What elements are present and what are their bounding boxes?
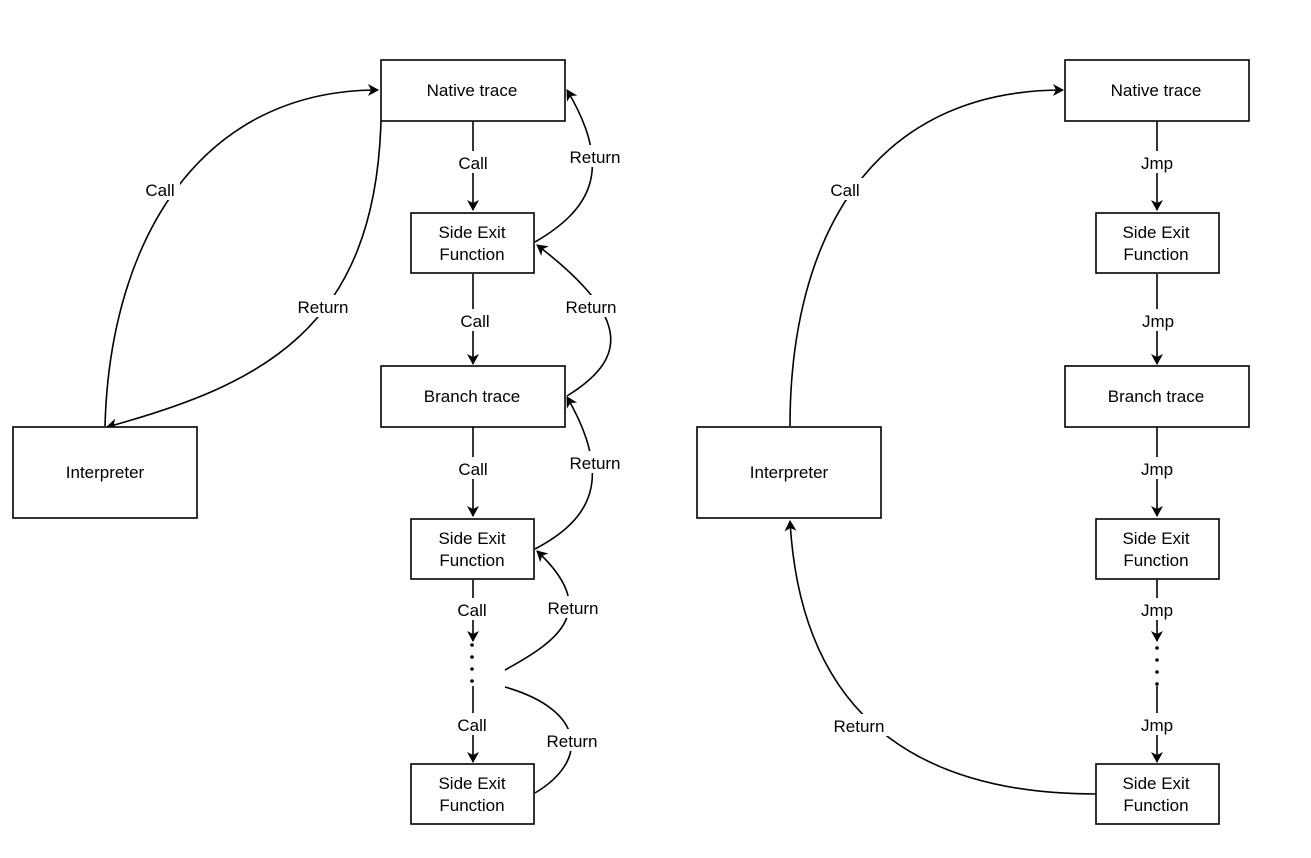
label-left-se1-to-native: Return (569, 148, 620, 167)
label-left-se3-to-ellipsis: Return (546, 732, 597, 751)
label-left-se2-to-ellipsis: Call (457, 601, 486, 620)
edge-right-se3-to-interp (784, 520, 1097, 795)
label-right-ellipsis-to-se3: Jmp (1141, 716, 1173, 735)
svg-text:Function: Function (439, 551, 504, 570)
label-left-branch-to-se1: Return (565, 298, 616, 317)
edge-left-branch-to-se1 (536, 244, 612, 397)
svg-text:Function: Function (1123, 796, 1188, 815)
right-ellipsis (1155, 646, 1159, 686)
label-right-se1-to-branch: Jmp (1142, 312, 1174, 331)
node-right-side-exit-3: Side Exit Function (1095, 763, 1220, 825)
svg-text:Native trace: Native trace (427, 81, 518, 100)
label-left-ellipsis-to-se3: Call (457, 716, 486, 735)
node-left-side-exit-1: Side Exit Function (410, 212, 535, 274)
svg-text:Branch trace: Branch trace (424, 387, 520, 406)
svg-text:Side Exit: Side Exit (438, 774, 505, 793)
edge-left-se2-to-branch (534, 396, 594, 550)
node-left-side-exit-3: Side Exit Function (410, 763, 535, 825)
node-left-native-trace: Native trace (380, 59, 566, 122)
left-edge-labels: Call Return Call Return Call Return Call… (140, 145, 628, 751)
node-left-interpreter: Interpreter (12, 426, 198, 519)
node-left-branch-trace: Branch trace (380, 365, 566, 428)
svg-text:Function: Function (1123, 551, 1188, 570)
svg-text:Branch trace: Branch trace (1108, 387, 1204, 406)
node-right-side-exit-2: Side Exit Function (1095, 518, 1220, 580)
label-left-interp-to-native: Call (145, 181, 174, 200)
label-right-se2-to-ellipsis: Jmp (1141, 601, 1173, 620)
node-right-interpreter: Interpreter (696, 426, 882, 519)
label-left-native-to-se1: Call (458, 154, 487, 173)
edge-left-ellipsis-to-se2 (504, 550, 570, 671)
label-left-se1-to-branch: Call (460, 312, 489, 331)
svg-text:Side Exit: Side Exit (438, 223, 505, 242)
label-right-branch-to-se2: Jmp (1141, 460, 1173, 479)
svg-text:Side Exit: Side Exit (438, 529, 505, 548)
svg-text:Side Exit: Side Exit (1122, 223, 1189, 242)
node-right-native-trace: Native trace (1064, 59, 1250, 122)
label-right-native-to-se1: Jmp (1141, 154, 1173, 173)
node-right-branch-trace: Branch trace (1064, 365, 1250, 428)
svg-text:Interpreter: Interpreter (66, 463, 145, 482)
node-left-side-exit-2: Side Exit Function (410, 518, 535, 580)
label-left-native-to-interp: Return (297, 298, 348, 317)
edge-left-interp-to-native (104, 84, 379, 427)
label-left-ellipsis-to-se2: Return (547, 599, 598, 618)
right-diagram: Call Return Jmp Jmp Jmp Jmp Jmp Interpre… (696, 59, 1250, 825)
label-left-se2-to-branch: Return (569, 454, 620, 473)
svg-text:Function: Function (1123, 245, 1188, 264)
node-right-side-exit-1: Side Exit Function (1095, 212, 1220, 274)
label-right-se3-to-interp: Return (833, 717, 884, 736)
label-right-interp-to-native: Call (830, 181, 859, 200)
svg-text:Native trace: Native trace (1111, 81, 1202, 100)
svg-text:Side Exit: Side Exit (1122, 529, 1189, 548)
svg-text:Function: Function (439, 245, 504, 264)
label-left-branch-to-se2: Call (458, 460, 487, 479)
svg-text:Function: Function (439, 796, 504, 815)
left-diagram: Call Return Call Return Call Return Call… (12, 59, 628, 825)
edge-right-interp-to-native (789, 84, 1064, 427)
svg-text:Side Exit: Side Exit (1122, 774, 1189, 793)
edge-left-se1-to-native (534, 89, 594, 243)
right-edge-labels: Call Return Jmp Jmp Jmp Jmp Jmp (825, 151, 1177, 736)
svg-text:Interpreter: Interpreter (750, 463, 829, 482)
edge-left-native-to-interp (106, 120, 382, 431)
left-ellipsis (470, 643, 474, 683)
